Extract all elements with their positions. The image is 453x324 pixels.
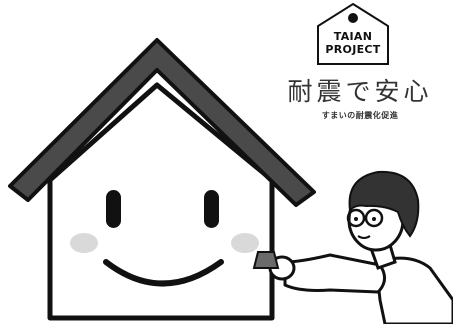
- doctor: [252, 170, 453, 324]
- logo-dot: [348, 13, 358, 23]
- house: [8, 38, 316, 321]
- doctor-hair: [348, 170, 420, 238]
- doctor-arm: [283, 253, 386, 294]
- logo-text-line2: PROJECT: [325, 43, 381, 56]
- smile: [103, 259, 224, 287]
- logo-house-outline: [317, 2, 389, 65]
- doctor-coat: [374, 256, 453, 324]
- doctor-left-eye: [354, 217, 358, 221]
- right-eye: [204, 190, 219, 228]
- house-roof: [8, 38, 316, 207]
- campaign-subtitle: すまいの耐震化促進: [321, 111, 399, 120]
- right-cheek: [231, 233, 259, 253]
- stethoscope-chest-piece: [252, 251, 280, 269]
- doctor-right-eye: [372, 217, 376, 221]
- left-eye: [106, 190, 121, 228]
- left-cheek: [70, 233, 98, 253]
- logo-text-line1: TAIAN: [333, 30, 373, 43]
- campaign-title: 耐震で安心: [287, 77, 433, 106]
- logo-badge: [317, 2, 389, 65]
- doctor-mouth: [357, 235, 371, 239]
